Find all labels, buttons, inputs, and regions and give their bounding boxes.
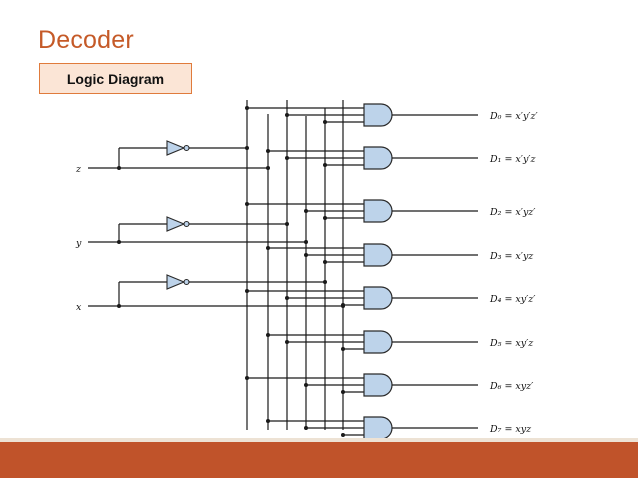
output-label-d4: D₄ = xy′z′ — [489, 294, 536, 305]
junction-dot — [285, 156, 289, 160]
input-label-z: z — [75, 164, 82, 175]
junction-dot — [245, 106, 249, 110]
and-gate-d1 — [363, 146, 393, 170]
junction-dot — [245, 289, 249, 293]
and-gate-d5 — [363, 330, 393, 354]
junction-dot — [341, 303, 345, 307]
junction-dot — [341, 433, 345, 437]
junction-dot — [323, 260, 327, 264]
decoder-logic-diagram: z y x D₀ = x′y′z′ D₁ = x′y′z D₂ = x′yz′ D₃ = x… — [75, 100, 538, 440]
and-gate-d7 — [363, 416, 393, 440]
junction-dot — [245, 376, 249, 380]
footer-band — [0, 442, 638, 478]
junction-dot — [304, 426, 308, 430]
junction-dot — [341, 347, 345, 351]
not-gate-y — [166, 216, 186, 232]
not-gate-bubble-y — [183, 220, 190, 228]
junction-dot — [285, 222, 289, 226]
junction-dot — [323, 216, 327, 220]
not-gate-bubble-x — [183, 278, 190, 286]
junction-dot — [304, 209, 308, 213]
output-label-d0: D₀ = x′y′z′ — [489, 111, 538, 122]
junction-dot — [266, 246, 270, 250]
not-gate-bubble-z — [183, 144, 190, 152]
output-label-d1: D₁ = x′y′z — [489, 154, 536, 165]
and-gate-d4 — [363, 286, 393, 310]
junction-dot — [304, 383, 308, 387]
junction-dot — [285, 340, 289, 344]
junction-dot — [285, 113, 289, 117]
junction-dot — [304, 253, 308, 257]
junction-dot — [245, 202, 249, 206]
junction-dot — [323, 280, 327, 284]
not-gate-x — [166, 274, 186, 290]
output-label-d3: D₃ = x′yz — [489, 251, 534, 262]
junction-dot — [266, 419, 270, 423]
and-gate-d6 — [363, 373, 393, 397]
footer-divider — [0, 438, 638, 442]
junction-dot — [266, 149, 270, 153]
junction-dot — [245, 146, 249, 150]
input-label-y: y — [75, 238, 82, 249]
and-gate-d3 — [363, 243, 393, 267]
junction-dot — [304, 240, 308, 244]
and-gate-d2 — [363, 199, 393, 223]
input-label-x: x — [76, 302, 82, 313]
junction-dot — [285, 296, 289, 300]
junction-dot — [341, 390, 345, 394]
output-label-d5: D₅ = xy′z — [489, 338, 534, 349]
output-label-d7: D₇ = xyz — [489, 424, 532, 435]
and-gate-d0 — [363, 103, 393, 127]
logic-diagram-label: Logic Diagram — [39, 63, 192, 94]
slide-title: Decoder — [38, 26, 134, 54]
junction-dot — [323, 163, 327, 167]
output-label-d2: D₂ = x′yz′ — [489, 207, 536, 218]
output-label-d6: D₆ = xyz′ — [489, 381, 534, 392]
junction-dot — [323, 120, 327, 124]
junction-dot — [266, 333, 270, 337]
not-gate-z — [166, 140, 186, 156]
junction-dot — [266, 166, 270, 170]
